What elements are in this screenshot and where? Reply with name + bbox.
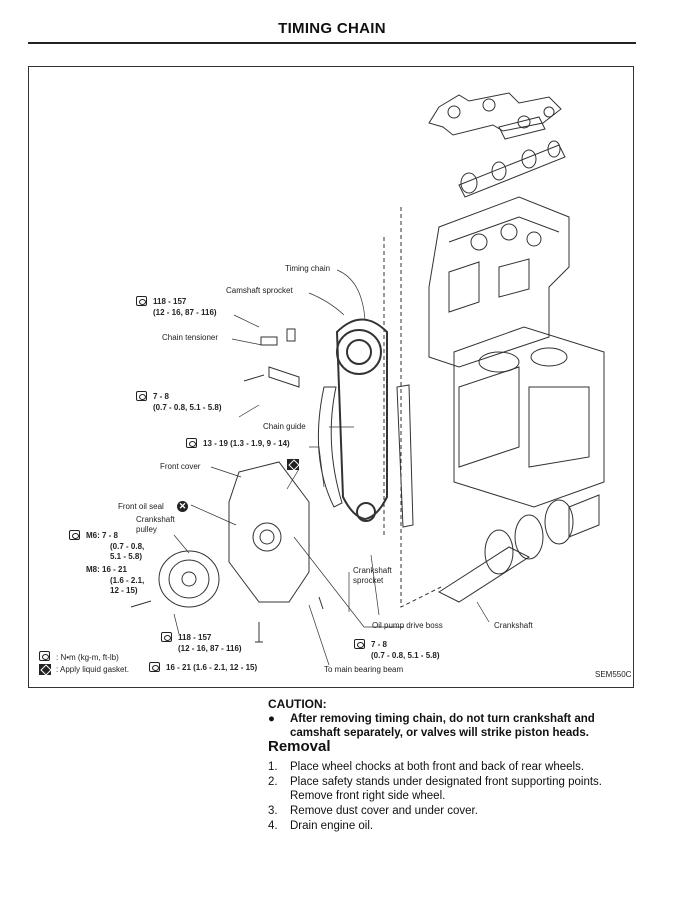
exploded-diagram: Timing chain Camshaft sprocket 118 - 157…	[28, 66, 634, 688]
step-number: 3.	[268, 805, 278, 817]
label-camshaft-sprocket: Camshaft sprocket	[226, 286, 293, 295]
label-m8-a: M8: 16 - 21	[86, 565, 127, 574]
crankshaft-pulley-part	[158, 550, 220, 608]
seal-replace-icon: ✕	[177, 501, 188, 512]
bullet-dot: ●	[268, 713, 275, 725]
step-text: Remove dust cover and under cover.	[290, 805, 478, 817]
chain-guide-right	[396, 384, 414, 528]
cylinder-block	[453, 326, 605, 508]
label-m6-b: (0.7 - 0.8,	[110, 542, 145, 551]
label-crankshaft-pulley-b: pulley	[136, 525, 157, 534]
torque-icon	[354, 639, 365, 649]
list-item: 3. Remove dust cover and under cover.	[268, 804, 640, 818]
label-torque-2a: 7 - 8	[153, 392, 170, 401]
legend-torque-text: : N•m (kg-m, ft-lb)	[56, 653, 119, 662]
timing-chain	[335, 318, 388, 522]
torque-icon	[136, 296, 147, 306]
legend-torque-icon	[39, 651, 50, 661]
engine-drawing	[130, 92, 605, 666]
beam-bolt	[318, 596, 324, 610]
list-item: 1. Place wheel chocks at both front and b…	[268, 760, 640, 774]
torque-icon	[161, 632, 172, 642]
step-number: 1.	[268, 761, 278, 773]
removal-steps: 1. Place wheel chocks at both front and b…	[268, 760, 640, 834]
label-oil-pump-boss: Oil pump drive boss	[372, 621, 443, 630]
label-main-bearing-beam: To main bearing beam	[324, 665, 404, 674]
gasket-icon	[287, 459, 299, 470]
step-text: Drain engine oil.	[290, 820, 374, 832]
step-number: 2.	[268, 776, 278, 788]
cover-bolt	[255, 622, 263, 643]
crankshaft-part	[437, 494, 600, 603]
label-chain-guide: Chain guide	[263, 422, 306, 431]
alignment-lines	[383, 207, 442, 608]
label-torque-4a: 118 - 157	[178, 633, 212, 642]
label-torque-6: 16 - 21 (1.6 - 2.1, 12 - 15)	[166, 663, 258, 672]
label-crankshaft-sprocket-a: Crankshaft	[353, 566, 392, 575]
pulley-bolt	[130, 600, 152, 608]
title-rule	[28, 42, 636, 44]
label-torque-5a: 7 - 8	[371, 640, 388, 649]
removal-heading: Removal	[268, 738, 331, 755]
step-number: 4.	[268, 820, 278, 832]
torque-icon	[136, 391, 147, 401]
label-m6-a: M6: 7 - 8	[86, 531, 119, 540]
label-chain-tensioner: Chain tensioner	[162, 333, 219, 342]
caution-text: After removing timing chain, do not turn…	[290, 713, 595, 739]
list-item: 4. Drain engine oil.	[268, 819, 640, 833]
figure-id: SEM550C	[595, 670, 632, 679]
cylinder-head	[428, 196, 570, 368]
label-crankshaft: Crankshaft	[494, 621, 533, 630]
chain-guide-left	[317, 386, 343, 508]
label-crankshaft-pulley-a: Crankshaft	[136, 515, 175, 524]
label-torque-4b: (12 - 16, 87 - 116)	[178, 644, 242, 653]
label-torque-5b: (0.7 - 0.8, 5.1 - 5.8)	[371, 651, 440, 660]
legend-gasket-text: : Apply liquid gasket.	[56, 665, 129, 674]
label-torque-1a: 118 - 157	[153, 297, 187, 306]
label-m6-c: 5.1 - 5.8)	[110, 552, 143, 561]
label-timing-chain: Timing chain	[285, 264, 331, 273]
list-item: 2. Place safety stands under designated f…	[268, 775, 640, 803]
legend-gasket-icon	[39, 664, 51, 675]
torque-icon	[69, 530, 80, 540]
label-torque-1b: (12 - 16, 87 - 116)	[153, 308, 217, 317]
label-crankshaft-sprocket-b: sprocket	[353, 576, 384, 585]
torque-icon	[186, 438, 197, 448]
front-cover-part	[228, 461, 310, 603]
camshaft-part	[458, 140, 566, 198]
label-front-cover: Front cover	[160, 462, 201, 471]
step-text: Place wheel chocks at both front and bac…	[290, 761, 585, 773]
label-m8-b: (1.6 - 2.1,	[110, 576, 145, 585]
torque-icon	[149, 662, 160, 672]
label-front-oil-seal: Front oil seal	[118, 502, 164, 511]
step-text: Place safety stands under designated fro…	[290, 776, 602, 802]
rocker-assembly	[428, 92, 562, 140]
label-torque-3: 13 - 19 (1.3 - 1.9, 9 - 14)	[203, 439, 290, 448]
leader-lines	[173, 269, 490, 666]
label-torque-2b: (0.7 - 0.8, 5.1 - 5.8)	[153, 403, 222, 412]
caution-heading: CAUTION:	[268, 697, 327, 711]
caution-bullet: ● After removing timing chain, do not tu…	[268, 712, 638, 740]
label-m8-c: 12 - 15)	[110, 586, 138, 595]
tensioner-part	[243, 328, 300, 388]
page-title: TIMING CHAIN	[278, 20, 386, 37]
